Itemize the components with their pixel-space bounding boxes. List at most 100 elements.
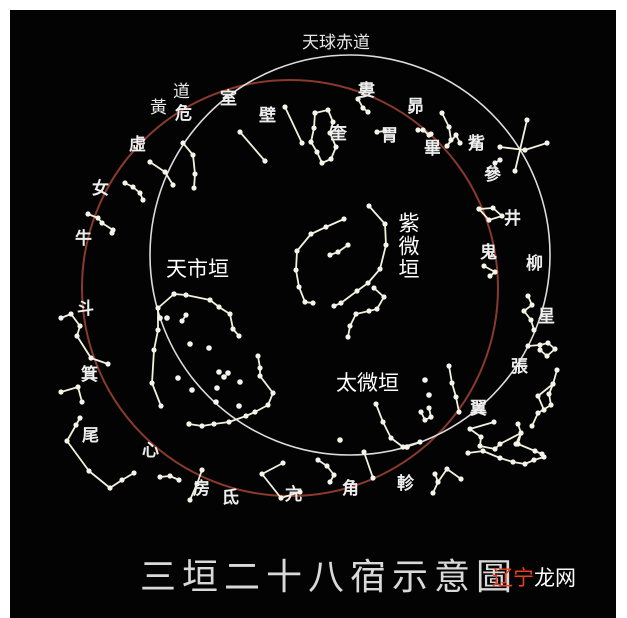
star bbox=[361, 449, 367, 455]
star bbox=[211, 421, 217, 427]
constellation-line-bi bbox=[284, 106, 303, 144]
star bbox=[518, 430, 524, 436]
constellation-line-jiao bbox=[363, 451, 374, 479]
star bbox=[155, 327, 161, 333]
mansion-label: 亢 bbox=[285, 485, 302, 505]
star bbox=[497, 144, 503, 150]
constellation-line-taiwei-left bbox=[375, 403, 421, 448]
celestial-equator-circle bbox=[149, 54, 551, 456]
mansion-label: 牛 bbox=[75, 229, 92, 249]
star bbox=[179, 318, 185, 324]
mansion-label: 軫 bbox=[397, 474, 414, 494]
star bbox=[236, 333, 242, 339]
star bbox=[510, 459, 516, 465]
star bbox=[252, 409, 258, 415]
constellation-line-zhang bbox=[531, 369, 558, 427]
star bbox=[374, 306, 380, 312]
star bbox=[428, 131, 434, 137]
watermark: 辽宁龙网 bbox=[492, 568, 576, 589]
star bbox=[107, 485, 113, 491]
star bbox=[457, 140, 463, 146]
star bbox=[199, 423, 205, 429]
star bbox=[149, 380, 155, 386]
star bbox=[456, 409, 462, 415]
star bbox=[73, 422, 79, 428]
star bbox=[64, 438, 70, 444]
star bbox=[400, 444, 406, 450]
star bbox=[147, 159, 153, 165]
watermark-part-2: 龙网 bbox=[534, 566, 576, 590]
star bbox=[486, 217, 492, 223]
star bbox=[237, 379, 243, 385]
celestial-equator-label: 天球赤道 bbox=[302, 33, 370, 53]
constellation-line-ziwei-left bbox=[295, 218, 345, 304]
star bbox=[325, 107, 331, 113]
star bbox=[323, 224, 329, 230]
star bbox=[186, 421, 192, 427]
star bbox=[324, 463, 330, 469]
star bbox=[319, 160, 325, 166]
star bbox=[259, 471, 265, 477]
star bbox=[243, 413, 249, 419]
star bbox=[458, 476, 464, 482]
mansion-label: 心 bbox=[142, 441, 159, 461]
star bbox=[435, 479, 441, 485]
star bbox=[453, 394, 459, 400]
star bbox=[453, 132, 459, 138]
star bbox=[370, 475, 376, 481]
star bbox=[79, 399, 85, 405]
star bbox=[337, 437, 343, 443]
star bbox=[535, 393, 541, 399]
star bbox=[529, 423, 535, 429]
constellation-line-taiwei-right bbox=[448, 365, 460, 413]
mansion-label: 壁 bbox=[259, 106, 276, 126]
star bbox=[546, 391, 552, 397]
star bbox=[299, 140, 305, 146]
star bbox=[199, 467, 205, 473]
star bbox=[529, 302, 535, 308]
constellation-lines bbox=[60, 98, 558, 501]
constellation-line-shi bbox=[239, 131, 266, 162]
star bbox=[74, 333, 80, 339]
star bbox=[331, 472, 337, 478]
star bbox=[418, 409, 424, 415]
star bbox=[548, 402, 554, 408]
star bbox=[497, 157, 503, 163]
star bbox=[296, 284, 302, 290]
mansion-label: 虛 bbox=[129, 135, 146, 155]
star bbox=[420, 127, 426, 133]
star bbox=[371, 285, 377, 291]
star bbox=[544, 353, 550, 359]
star bbox=[541, 407, 547, 413]
constellation-line-ziwei-lower bbox=[347, 287, 385, 338]
star bbox=[544, 140, 550, 146]
mansion-label: 房 bbox=[193, 479, 210, 499]
star bbox=[528, 317, 534, 323]
star bbox=[85, 211, 91, 217]
star bbox=[311, 125, 317, 131]
star bbox=[140, 197, 146, 203]
star bbox=[68, 311, 74, 317]
star bbox=[294, 248, 300, 254]
mansion-label: 女 bbox=[92, 179, 109, 199]
star bbox=[487, 273, 493, 279]
mansion-label: 斗 bbox=[77, 299, 94, 319]
star bbox=[88, 355, 94, 361]
star bbox=[492, 160, 498, 166]
star bbox=[164, 315, 170, 321]
star bbox=[382, 221, 388, 227]
star bbox=[374, 129, 380, 135]
star bbox=[257, 365, 263, 371]
star bbox=[280, 460, 286, 466]
star bbox=[58, 389, 64, 395]
star bbox=[446, 124, 452, 130]
star bbox=[171, 291, 177, 297]
mansion-label: 柳 bbox=[526, 254, 543, 274]
star bbox=[75, 384, 81, 390]
star bbox=[492, 446, 498, 452]
star bbox=[492, 269, 498, 275]
star bbox=[162, 169, 168, 175]
star bbox=[278, 495, 284, 501]
star bbox=[490, 205, 496, 211]
